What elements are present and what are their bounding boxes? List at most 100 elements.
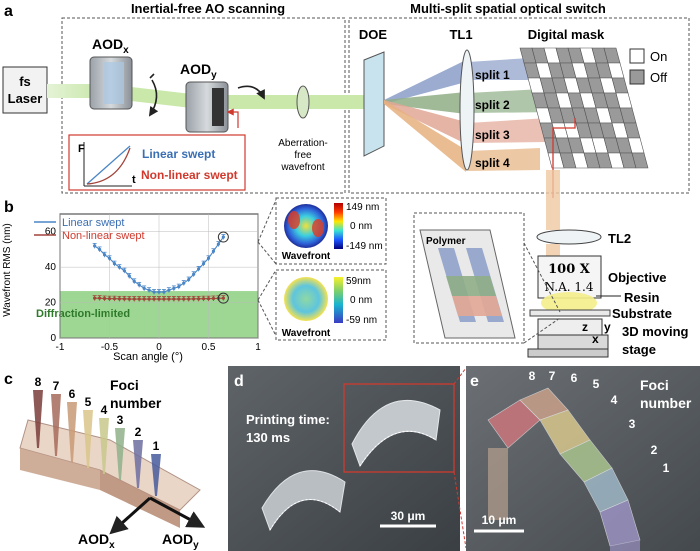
bridge-focus-number: 4 (611, 393, 618, 407)
bridge-sem-upper-rail (359, 430, 437, 467)
focus-cone (151, 454, 161, 496)
title-left: Inertial-free AO scanning (131, 1, 285, 16)
panel-e-foci-1: Foci (640, 377, 669, 393)
legend-on-label: On (650, 49, 667, 64)
data-point (93, 296, 97, 300)
data-point (152, 290, 156, 294)
data-point (162, 290, 166, 294)
data-point (157, 290, 161, 294)
focus-number: 2 (135, 425, 142, 439)
focus-cone (133, 440, 143, 488)
inset-axis-f: F (78, 143, 85, 155)
bridge-focus-number: 5 (593, 377, 600, 391)
inset-linear-curve (86, 145, 131, 185)
focus-cone (51, 394, 61, 456)
data-point (221, 296, 225, 300)
aod-x-rotation-arrow-tail (149, 73, 155, 79)
data-point (177, 285, 181, 289)
wavefront-hotspot-2 (312, 219, 324, 237)
focus-number: 6 (69, 387, 76, 401)
link-line-3 (257, 269, 277, 301)
data-point (206, 297, 211, 301)
link-line-4 (257, 299, 277, 337)
stage-label-1: 3D moving (622, 324, 689, 339)
highlight-nonlinear (217, 292, 229, 304)
stage-axis-x: x (592, 332, 599, 346)
title-right: Multi-split spatial optical switch (410, 1, 606, 16)
panel-c-label: c (4, 371, 13, 388)
data-point (182, 297, 186, 301)
data-point (93, 244, 97, 248)
bridge-side (20, 448, 100, 490)
data-point (211, 296, 216, 301)
data-point (197, 267, 201, 271)
foci-label-1: Foci (110, 377, 139, 393)
legend-off-swatch (629, 69, 645, 85)
data-point (157, 297, 161, 301)
stage-axis-z: z (582, 320, 588, 334)
data-point (122, 297, 126, 301)
doe-label: DOE (359, 27, 388, 42)
aod-x-crystal (104, 62, 124, 104)
tl1-lens (459, 49, 475, 171)
data-point (221, 235, 225, 239)
printing-time-2: 130 ms (246, 430, 290, 445)
objective-mag: 100 X (548, 262, 591, 277)
scale-label-e: 10 μm (482, 513, 517, 527)
data-point (177, 297, 181, 301)
legend-off-label: Off (650, 70, 667, 85)
foci-label-2: number (110, 395, 162, 411)
data-point (137, 297, 141, 301)
mask-cell (631, 152, 649, 169)
substrate-label: Substrate (612, 306, 672, 321)
link-line-1 (257, 199, 277, 243)
data-point (162, 297, 166, 301)
split-beam-4 (384, 100, 466, 172)
wavefront-rms-chart: Wavefront RMS (nm) Scan angle (°) Diffra… (2, 213, 261, 363)
x-tick-label: 0.5 (202, 342, 216, 353)
split-beam-4b (468, 148, 540, 171)
aod-y-label: AODy (180, 61, 217, 81)
data-point (142, 297, 146, 301)
beam-to-objective (546, 244, 560, 256)
printing-time-1: Printing time: (246, 412, 330, 427)
data-point (98, 247, 102, 252)
legend-label: Linear swept (62, 217, 124, 229)
bridge-focus-number: 8 (529, 369, 536, 383)
highlight-linear (217, 231, 229, 243)
data-point (197, 297, 201, 301)
polymer-pointer-2 (523, 317, 561, 344)
inset-nonlinear-label: Non-linear swept (141, 168, 238, 182)
data-point (147, 288, 151, 292)
data-point (201, 297, 206, 301)
split-beam-3 (384, 100, 466, 144)
wavefront-hotspot-1 (288, 211, 300, 229)
data-point (192, 297, 196, 301)
laser-beam-3 (200, 95, 365, 109)
zoom-link-1 (453, 367, 467, 385)
data-point (127, 297, 131, 301)
aod-y-arrow (149, 496, 206, 528)
focus-cone (115, 428, 125, 480)
sweep-inset (68, 134, 246, 191)
aberration-text-1: Aberration- (278, 138, 327, 149)
split-beam-1 (384, 60, 466, 104)
inset-axis-t: t (132, 174, 136, 186)
panel-b-label: b (4, 199, 14, 216)
stage-x (527, 348, 609, 358)
data-point (107, 297, 112, 301)
polymer-inset-box (413, 212, 525, 344)
stage-axis-y: y (604, 320, 611, 334)
cbar-bottom-min: -59 nm (346, 315, 377, 326)
inset-linear-label: Linear swept (142, 147, 215, 161)
panel-e-foci-2: number (640, 395, 692, 411)
data-point (187, 297, 191, 301)
substrate-slab (529, 309, 611, 317)
polymer-inset: Polymer (413, 212, 561, 344)
cbar-top-mid: 0 nm (350, 221, 372, 232)
data-point (98, 296, 102, 300)
data-point (206, 256, 211, 260)
